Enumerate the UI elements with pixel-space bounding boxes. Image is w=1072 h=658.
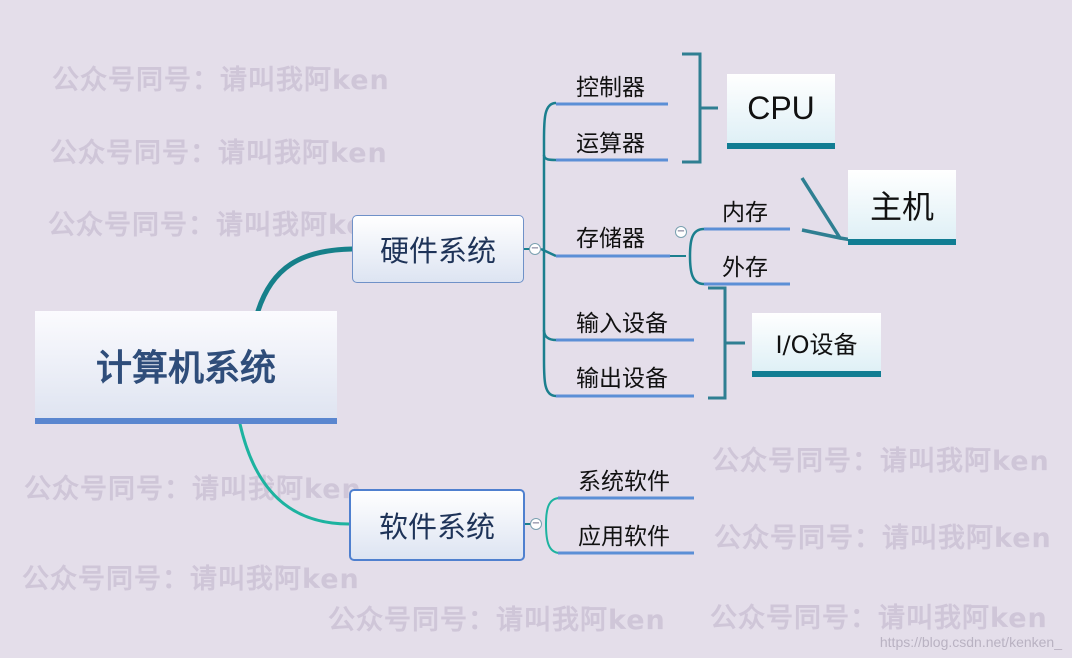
collapse-toggle-hardware[interactable]: −	[529, 243, 541, 255]
summary-cpu[interactable]: CPU	[727, 74, 835, 149]
watermark: 公众号同号：请叫我阿ken	[712, 446, 1050, 477]
summary-host[interactable]: 主机	[848, 170, 956, 245]
watermark: 公众号同号：请叫我阿ken	[22, 564, 360, 595]
source-url: https://blog.csdn.net/kenken_	[879, 634, 1062, 650]
watermark: 公众号同号：请叫我阿ken	[714, 523, 1052, 554]
watermark: 公众号同号：请叫我阿ken	[50, 138, 388, 169]
leaf-controller[interactable]: 控制器	[576, 75, 645, 101]
watermark: 公众号同号：请叫我阿ken	[328, 605, 666, 636]
hardware-branch[interactable]: 硬件系统	[352, 215, 524, 283]
leaf-input-device[interactable]: 输入设备	[576, 311, 668, 337]
watermark: 公众号同号：请叫我阿ken	[52, 65, 390, 96]
collapse-toggle-memory[interactable]: −	[675, 226, 687, 238]
watermark: 公众号同号：请叫我阿ken	[24, 474, 362, 505]
watermark: 公众号同号：请叫我阿ken	[710, 603, 1048, 634]
leaf-output-device[interactable]: 输出设备	[576, 366, 668, 392]
leaf-external-memory[interactable]: 外存	[722, 255, 768, 281]
root-topic[interactable]: 计算机系统	[35, 311, 337, 424]
watermark: 公众号同号：请叫我阿ken	[48, 210, 386, 241]
leaf-memory[interactable]: 存储器	[576, 226, 645, 252]
leaf-system-software[interactable]: 系统软件	[578, 469, 670, 495]
leaf-application-software[interactable]: 应用软件	[578, 524, 670, 550]
leaf-internal-memory[interactable]: 内存	[722, 200, 768, 226]
software-branch[interactable]: 软件系统	[349, 489, 525, 561]
leaf-alu[interactable]: 运算器	[576, 131, 645, 157]
summary-io[interactable]: I/O设备	[752, 313, 881, 377]
collapse-toggle-software[interactable]: −	[530, 518, 542, 530]
